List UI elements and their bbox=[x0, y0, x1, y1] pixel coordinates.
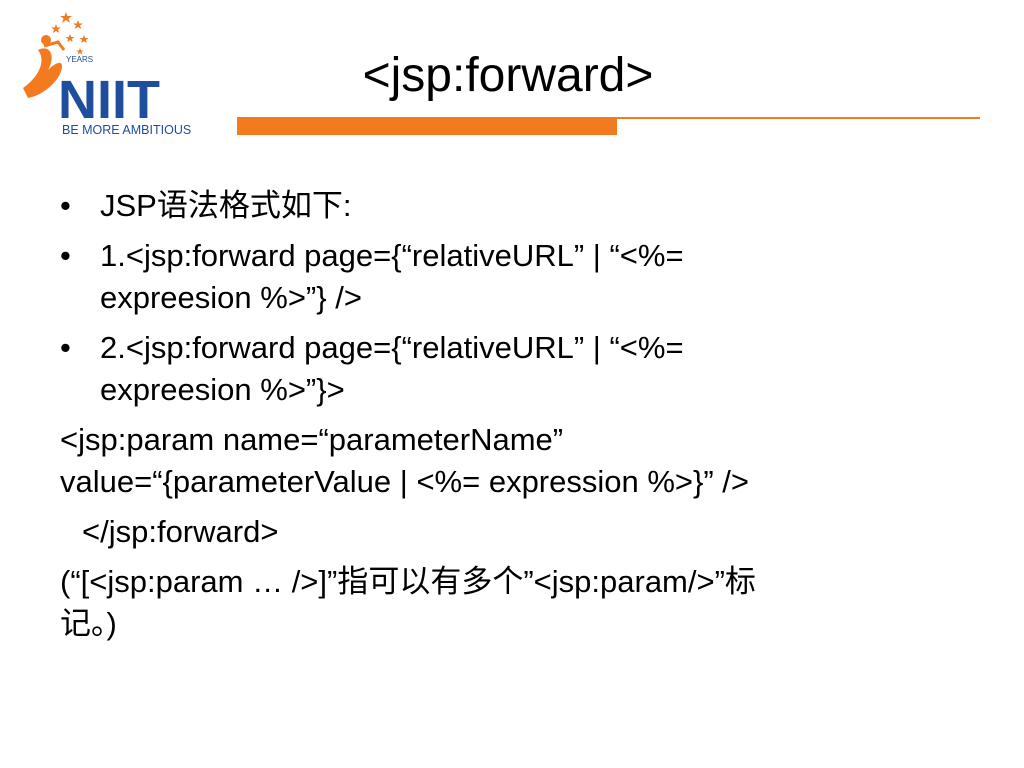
svg-text:NIIT: NIIT bbox=[58, 70, 160, 130]
paragraph-line-5: 记。) bbox=[60, 606, 117, 641]
bullet-marker: • bbox=[60, 330, 71, 365]
bullet-1-line-1: JSP语法格式如下: bbox=[100, 188, 352, 223]
bullet-marker: • bbox=[60, 238, 71, 273]
bullet-2-line-1: 1.<jsp:forward page={“relativeURL” | “<%… bbox=[100, 238, 684, 273]
paragraph-line-1: <jsp:param name=“parameterName” bbox=[60, 422, 564, 457]
paragraph-line-2: value=“{parameterValue | <%= expression … bbox=[60, 464, 750, 499]
bullet-marker: • bbox=[60, 188, 71, 223]
svg-text:BE MORE AMBITIOUS: BE MORE AMBITIOUS bbox=[62, 123, 191, 137]
bullet-3-line-1: 2.<jsp:forward page={“relativeURL” | “<%… bbox=[100, 330, 684, 365]
title-rule-thick bbox=[237, 117, 617, 135]
svg-text:YEARS: YEARS bbox=[66, 55, 93, 64]
slide-title: <jsp:forward> bbox=[362, 49, 654, 102]
bullet-3-line-2: expreesion %>”}> bbox=[100, 372, 345, 407]
bullet-2-line-2: expreesion %>”} /> bbox=[100, 280, 362, 315]
title-rule-thin bbox=[617, 117, 980, 119]
paragraph-line-3: </jsp:forward> bbox=[82, 514, 279, 549]
paragraph-line-4: (“[<jsp:param … />]”指可以有多个”<jsp:param/>”… bbox=[60, 564, 756, 599]
niit-logo: YEARS NIIT BE MORE AMBITIOUS bbox=[18, 10, 208, 140]
